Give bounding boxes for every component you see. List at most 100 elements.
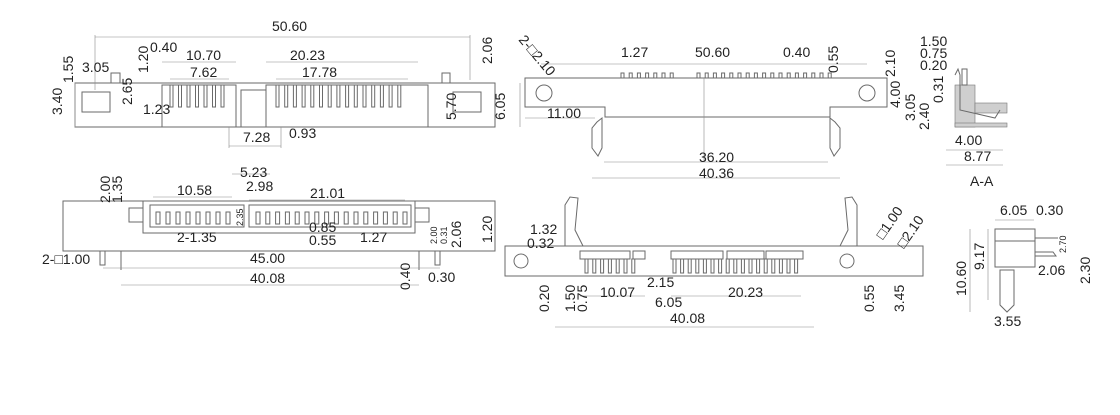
dim-label: 0.32 <box>527 235 554 251</box>
contact-pin <box>284 211 290 225</box>
contact-pin <box>382 211 388 225</box>
contact-pin <box>371 84 376 108</box>
contact-pin <box>195 211 201 225</box>
dim-label: 0.30 <box>1036 202 1063 218</box>
contact-pin <box>275 211 281 225</box>
contact-pin <box>314 211 320 225</box>
contact-pin <box>169 84 174 108</box>
top-front-view: 50.60 0.40 10.70 7.62 20.23 17.78 3.05 1… <box>49 18 521 148</box>
contact-pin <box>212 84 216 108</box>
mount-tab-right <box>452 91 482 113</box>
contact-pin <box>786 72 791 79</box>
contact-pin <box>353 84 358 108</box>
dim-label: 2.00 <box>97 176 113 203</box>
contact-pin <box>721 72 726 79</box>
contact-pin <box>615 258 620 274</box>
dim-label: 6.05 <box>655 294 682 310</box>
dim-label: 2.06 <box>448 221 464 248</box>
contact-pin <box>195 84 199 108</box>
dim-label: 40.08 <box>670 310 705 326</box>
contact-pin <box>753 72 758 79</box>
contact-pin <box>304 211 310 225</box>
dim-label: 0.20 <box>536 285 552 312</box>
contact-pin <box>373 211 379 225</box>
dim-label: 11.00 <box>547 105 581 121</box>
contact-pin <box>336 84 341 108</box>
mount-hole-left <box>535 84 553 102</box>
contact-pin <box>392 211 398 225</box>
contact-pin <box>319 84 323 108</box>
dim-label: 0.85 <box>309 219 336 235</box>
mount-hole-left <box>513 253 529 269</box>
contact-pin <box>770 72 775 79</box>
contact-pin <box>745 72 750 79</box>
contact-pin <box>327 84 332 108</box>
contact-pin <box>584 258 589 274</box>
contact-pin <box>710 258 715 274</box>
contact-pin <box>284 84 289 108</box>
dim-label: 45.00 <box>250 250 285 266</box>
dim-label: 36.20 <box>699 149 734 165</box>
contact-pin <box>623 258 628 274</box>
contact-pin <box>737 72 742 79</box>
dim-label: 2.06 <box>1038 262 1065 278</box>
contact-pins <box>584 258 799 274</box>
contact-pin <box>827 72 832 79</box>
dim-label: 1.27 <box>360 229 387 245</box>
board-lock <box>999 269 1015 313</box>
dim-label: 40.08 <box>250 270 285 286</box>
contact-pin <box>628 72 633 79</box>
contact-pin <box>186 84 191 108</box>
contact-pin <box>343 211 349 225</box>
dim-label: 1.32 <box>530 221 557 237</box>
dim-label: 7.28 <box>243 129 270 145</box>
dim-label: 2-□1.00 <box>42 251 90 267</box>
dim-label: 5.23 <box>240 164 267 180</box>
dim-label: 4.00 <box>887 81 903 108</box>
contact-pin <box>680 258 685 274</box>
contact-pin <box>794 72 799 79</box>
dim-label: 50.60 <box>272 18 307 34</box>
dim-label: 9.17 <box>971 243 987 270</box>
dim-label: 3.05 <box>902 94 918 121</box>
dim-label: 0.31 <box>930 76 946 103</box>
dim-label: 2-1.35 <box>177 229 217 245</box>
dim-label: 20.23 <box>290 47 325 63</box>
mount-hole-right <box>839 253 855 269</box>
contact-pin <box>310 84 315 108</box>
contact-pin <box>712 72 717 79</box>
contact-pin <box>363 211 369 225</box>
dim-label: 2.00 <box>429 226 439 244</box>
dim-label: 0.55 <box>861 285 877 312</box>
contact-pin <box>803 72 808 79</box>
dim-label: 0.31 <box>439 226 449 244</box>
dim-label: 0.30 <box>428 269 455 285</box>
dim-label: 2.30 <box>1077 257 1093 284</box>
contact-pin <box>175 211 181 225</box>
dim-label: 3.55 <box>994 313 1021 329</box>
dim-label: 0.40 <box>783 44 810 60</box>
dim-label: 6.05 <box>492 93 508 120</box>
dim-label: 1.23 <box>143 101 170 117</box>
contact-pin <box>225 211 231 225</box>
contact-pins <box>169 84 402 108</box>
dim-label: 0.75 <box>574 285 590 312</box>
contact-pin <box>786 258 791 274</box>
contact-pin <box>794 258 799 274</box>
dim-label: 0.75 <box>920 45 947 61</box>
contact-pin <box>819 72 824 79</box>
dim-label: 17.78 <box>302 64 337 80</box>
contact-pin <box>778 72 783 79</box>
dim-label: 1.50 <box>920 33 947 49</box>
dim-label: 3.45 <box>891 285 907 312</box>
contact-pin <box>265 211 271 225</box>
contact-pin <box>178 84 182 108</box>
dim-label: 1.50 <box>562 285 578 312</box>
contact-pin <box>402 211 408 225</box>
contact-pin <box>704 72 709 79</box>
contact-pin <box>397 84 402 108</box>
contact-pin <box>600 258 605 274</box>
contact-pin <box>729 72 734 79</box>
dim-label: 3.40 <box>49 88 65 115</box>
